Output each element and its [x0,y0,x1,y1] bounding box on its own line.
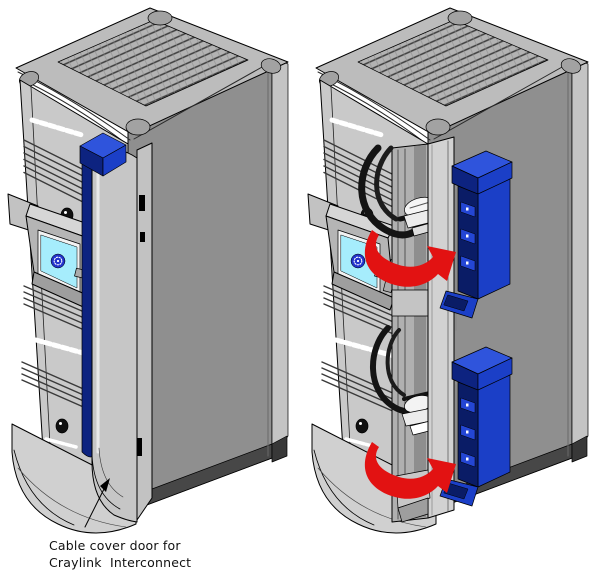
callout-line [84,484,107,528]
door-bottom-seam [91,454,121,510]
rotation-arrow-upper [364,230,456,287]
caption-line-1: Cable cover door for [49,538,181,553]
connector-mark [466,457,469,461]
connector-mark [466,430,469,434]
hinge-detail [409,201,431,209]
connector-mark [466,261,469,265]
cable [374,145,399,222]
cable-cover-door-open-lower [439,346,513,507]
door-cap-right-face [102,144,127,177]
right-rack-open-doors [358,136,513,523]
door-cap-right-face [477,357,513,392]
cable [385,328,406,397]
left-rack-closed-door [79,132,153,523]
connector-mark [466,234,469,238]
channel-mid-block [391,289,429,317]
callout-arrowhead-icon [100,478,110,492]
door-bottom-seam [98,447,124,498]
caption-line-2: Craylink Interconnect [49,555,191,570]
rotation-arrow-lower [364,442,456,499]
caption-annotation: Cable cover door for Craylink Interconne… [49,478,191,570]
door-cap-right-face [477,161,513,196]
door-latch [137,438,142,456]
connector-mark [466,403,469,407]
cable-cover-door-open-upper [439,150,513,331]
door-outer-face [477,374,511,488]
door-latch [140,232,145,242]
door-bottom-flap-inner [443,294,469,312]
door-outer-face [477,178,511,300]
cable [358,144,425,239]
connector-mark [466,207,469,211]
door-latch [139,195,145,211]
frame-bottom-step [397,497,429,523]
